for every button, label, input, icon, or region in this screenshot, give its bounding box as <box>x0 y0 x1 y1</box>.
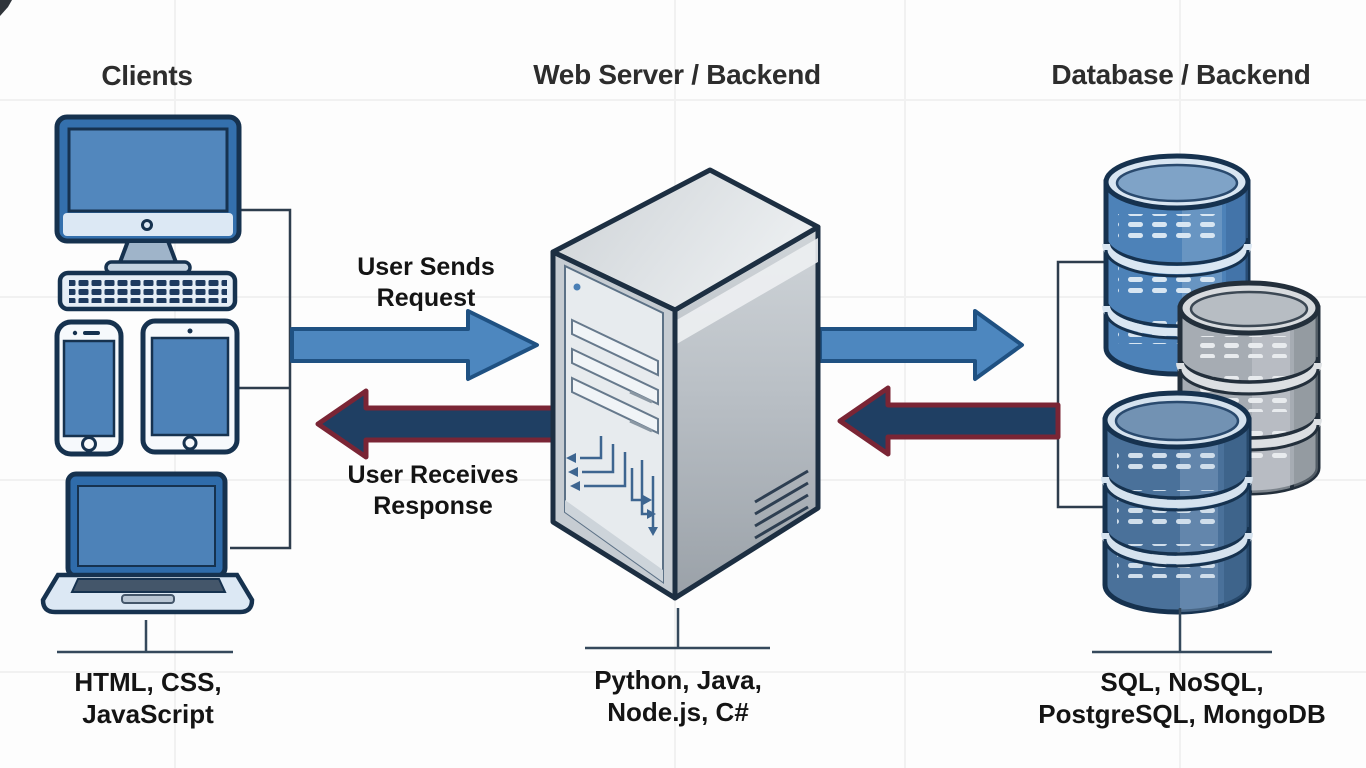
response-label-line1: User Receives <box>348 461 519 489</box>
clients-tech-connector <box>57 620 233 654</box>
server-tech-connector <box>585 608 770 650</box>
request-arrow-right <box>818 309 1024 381</box>
request-arrow-left <box>290 309 539 381</box>
tablet-icon <box>140 318 240 455</box>
web-server-title: Web Server / Backend <box>533 59 821 90</box>
database-tech-line2: PostgreSQL, MongoDB <box>1038 699 1325 729</box>
database-bracket-line <box>1056 260 1107 509</box>
request-label-line2: Request <box>377 284 476 312</box>
clients-tech-line1: HTML, CSS, <box>74 667 221 697</box>
smartphone-icon <box>54 319 124 457</box>
server-vents <box>754 469 809 540</box>
server-drive-bays <box>571 318 659 435</box>
database-title: Database / Backend <box>1051 59 1310 90</box>
clients-tech-line2: JavaScript <box>82 699 214 729</box>
database-tech-line1: SQL, NoSQL, <box>1100 667 1263 697</box>
server-bay-handles <box>629 390 653 433</box>
database-tech-connector <box>1092 608 1272 654</box>
server-tower-icon <box>550 167 821 601</box>
clients-bracket-line <box>230 208 292 550</box>
desktop-computer-icon <box>54 114 242 275</box>
clients-title: Clients <box>101 60 192 91</box>
corner-artifact <box>0 0 12 16</box>
laptop-icon <box>40 471 255 615</box>
server-tech-line2: Node.js, C# <box>607 697 749 727</box>
response-label-line2: Response <box>373 492 493 520</box>
database-stack-blue-front-icon <box>1101 390 1253 615</box>
server-tech-line1: Python, Java, <box>594 665 762 695</box>
request-label-line1: User Sends <box>357 253 495 281</box>
keyboard-icon <box>57 270 238 312</box>
server-circuit-arrowheads <box>566 453 658 536</box>
server-circuit-traces <box>580 436 655 528</box>
response-arrow-left <box>315 388 559 460</box>
response-arrow-right <box>837 385 1061 457</box>
